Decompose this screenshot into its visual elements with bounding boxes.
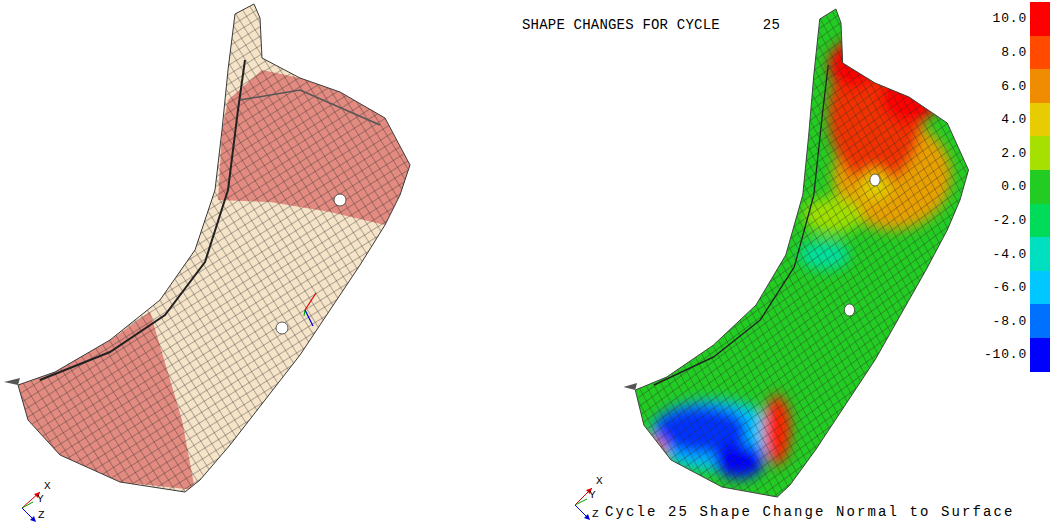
colorbar-swatch bbox=[1030, 2, 1050, 36]
mesh-part-right bbox=[620, 5, 1011, 505]
colorbar-value: 8.0 bbox=[1001, 46, 1027, 59]
colorbar-swatch bbox=[1030, 69, 1050, 103]
axis-label: X bbox=[44, 481, 51, 492]
colorbar-value: -6.0 bbox=[993, 281, 1027, 294]
colorbar-swatch bbox=[1030, 338, 1050, 372]
axis-label: Z bbox=[38, 510, 45, 521]
colorbar-swatch bbox=[1030, 271, 1050, 305]
colorbar-swatch bbox=[1030, 304, 1050, 338]
colorbar-swatch bbox=[1030, 103, 1050, 137]
colorbar-value: -8.0 bbox=[993, 315, 1027, 328]
colorbar-value: -2.0 bbox=[993, 214, 1027, 227]
colorbar-swatch bbox=[1030, 36, 1050, 70]
axis-label: Z bbox=[592, 509, 599, 520]
colorbar-swatch bbox=[1030, 170, 1050, 204]
mesh-part-left bbox=[0, 0, 460, 500]
colorbar-value: 6.0 bbox=[1001, 80, 1027, 93]
colorbar-swatch bbox=[1030, 204, 1050, 238]
colorbar-swatch bbox=[1030, 136, 1050, 170]
colorbar-value: 2.0 bbox=[1001, 147, 1027, 160]
axis-label: Y bbox=[589, 490, 596, 501]
colorbar-value: 10.0 bbox=[993, 12, 1027, 25]
colorbar-value: -4.0 bbox=[993, 248, 1027, 261]
axis-label: X bbox=[596, 476, 603, 487]
plot-caption: Cycle 25 Shape Change Normal to Surface bbox=[605, 505, 1015, 519]
plot-title: SHAPE CHANGES FOR CYCLE 25 bbox=[522, 18, 780, 32]
colorbar-value: 0.0 bbox=[1001, 180, 1027, 193]
colorbar-value: -10.0 bbox=[984, 348, 1027, 361]
colorbar-value: 4.0 bbox=[1001, 113, 1027, 126]
axis-label: Y bbox=[37, 494, 44, 505]
colorbar-swatch bbox=[1030, 237, 1050, 271]
